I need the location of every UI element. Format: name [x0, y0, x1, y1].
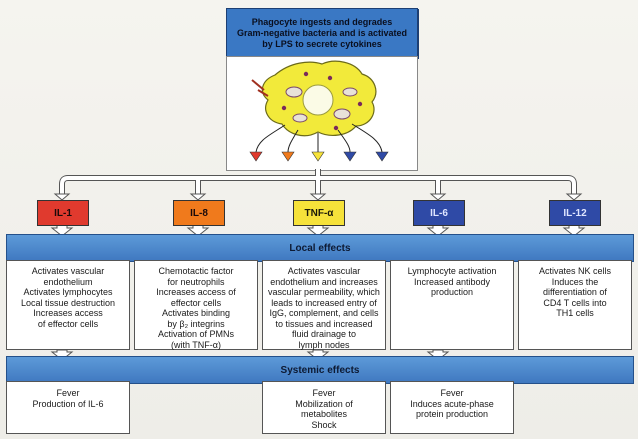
- systemic-effect-panel-il6: Fever Induces acute-phase protein produc…: [390, 381, 514, 434]
- secreted-cytokine-triangles: [249, 151, 389, 162]
- il6-systemic-line: protein production: [415, 409, 489, 419]
- cytokine-il6-box: IL-6: [413, 200, 465, 226]
- local-effect-panel-tnf: Activates vascular endothelium and incre…: [262, 260, 386, 350]
- il1-effect-line: Activates lymphocytes: [23, 287, 113, 297]
- systemic-effects-bar: Systemic effects: [6, 356, 634, 384]
- il12-effect-line: CD4 T cells into: [543, 297, 607, 308]
- il12-effect-line: Activates NK cells: [538, 266, 612, 276]
- tnf-effect-line: leads to increased entry of: [271, 297, 377, 308]
- cytokine-il12-label: IL-12: [563, 207, 587, 219]
- il12-effect-line: differentiation of: [543, 287, 607, 297]
- il1-effect-line: endothelium: [43, 276, 93, 287]
- il6-effect-line: Increased antibody: [413, 276, 491, 287]
- tnf-systemic-line: Shock: [311, 419, 337, 430]
- cytokine-tnf-box: TNF-α: [293, 200, 345, 226]
- il8-effect-line: Activates binding: [161, 308, 231, 318]
- cytokine-il1-box: IL-1: [37, 200, 89, 226]
- arrows-to-systemic-effects: [50, 349, 450, 361]
- il1-effect-line: Activates vascular: [31, 266, 105, 276]
- cytokine-tnf-label: TNF-α: [304, 207, 334, 219]
- header-line-1: Phagocyte ingests and degrades: [251, 16, 393, 27]
- local-effect-panel-il12: Activates NK cells Induces the different…: [518, 260, 632, 350]
- tnf-effect-line: lymph nodes: [298, 339, 350, 350]
- il8-effect-line: Chemotactic factor: [158, 266, 234, 276]
- il8-effect-line: Activation of PMNs: [157, 329, 235, 339]
- tnf-effect-line: IgG, complement, and cells: [269, 308, 379, 318]
- systemic-effect-panel-il1: Fever Production of IL-6: [6, 381, 130, 434]
- header-line-2: Gram-negative bacteria and is activated: [236, 27, 408, 38]
- il1-effect-line: of effector cells: [37, 318, 99, 329]
- il8-effect-line: effector cells: [170, 297, 222, 308]
- phagocyte-cell-icon: [251, 60, 377, 137]
- tnf-effect-line: fluid drainage to: [291, 329, 357, 339]
- il12-effect-line: Induces the: [551, 276, 599, 287]
- local-effect-panel-il8: Chemotactic factor for neutrophils Incre…: [134, 260, 258, 350]
- il1-effect-line: Local tissue destruction: [20, 297, 116, 308]
- cytokine-il8-label: IL-8: [190, 207, 208, 219]
- tnf-effect-line: endothelium and increases: [270, 276, 378, 287]
- il6-systemic-line: Fever: [440, 388, 464, 398]
- cytokine-il8-box: IL-8: [173, 200, 225, 226]
- il8-effect-line: for neutrophils: [167, 276, 225, 287]
- il1-systemic-line: Fever: [56, 388, 80, 398]
- header-line-3: by LPS to secrete cytokines: [262, 38, 382, 49]
- cytokine-il6-label: IL-6: [430, 207, 448, 219]
- il6-effect-line: production: [430, 287, 474, 297]
- cytokine-il12-box: IL-12: [549, 200, 601, 226]
- tnf-systemic-line: Mobilization of: [295, 398, 353, 409]
- tnf-systemic-line: Fever: [312, 388, 336, 398]
- phagocyte-title-box: Phagocyte ingests and degrades Gram-nega…: [226, 8, 418, 58]
- il8-effect-line: by β₂ integrins: [167, 318, 225, 329]
- local-effect-panel-il1: Activates vascular endothelium Activates…: [6, 260, 130, 350]
- distribution-connectors-inner: [60, 169, 576, 196]
- il8-effect-line: (with TNF-α): [170, 339, 222, 350]
- cytokine-il1-label: IL-1: [54, 207, 72, 219]
- il1-effect-line: Increases access: [33, 308, 103, 318]
- il12-effect-line: TH1 cells: [556, 308, 594, 318]
- systemic-effects-title: Systemic effects: [280, 364, 360, 376]
- il8-effect-line: Increases access of: [156, 287, 236, 297]
- tnf-effect-line: vascular permeability, which: [268, 287, 380, 297]
- il1-systemic-line: Production of IL-6: [32, 398, 104, 409]
- tnf-effect-line: to tissues and increased: [275, 318, 373, 329]
- local-effect-panel-il6: Lymphocyte activation Increased antibody…: [390, 260, 514, 350]
- tnf-systemic-line: metabolites: [300, 409, 348, 419]
- secretion-arrows: [255, 123, 383, 153]
- tnf-effect-line: Activates vascular: [287, 266, 361, 276]
- il6-effect-line: Lymphocyte activation: [407, 266, 497, 276]
- local-effects-title: Local effects: [289, 242, 351, 254]
- systemic-effect-panel-tnf: Fever Mobilization of metabolites Shock: [262, 381, 386, 434]
- il6-systemic-line: Induces acute-phase: [410, 398, 494, 409]
- down-arrowheads-to-cytokines: [53, 193, 583, 201]
- local-effects-bar: Local effects: [6, 234, 634, 262]
